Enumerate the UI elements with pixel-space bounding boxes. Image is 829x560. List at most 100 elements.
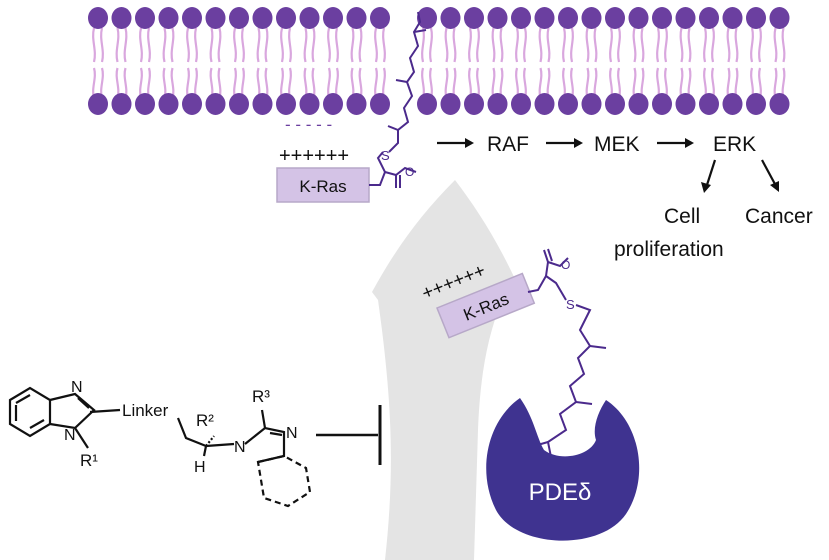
lipid-tail (773, 67, 778, 99)
lipid-tail (421, 67, 425, 99)
lipid-head (605, 7, 625, 29)
lipid-tail (335, 27, 339, 63)
lipid-tail (562, 67, 566, 99)
lipid-tail (711, 27, 715, 63)
lipid-head (205, 93, 226, 115)
lipid-tail (139, 67, 143, 99)
lipid-head (158, 93, 179, 115)
lipid-tail (256, 67, 261, 99)
lipid-head (299, 7, 320, 29)
lipid-tail (303, 27, 308, 63)
membrane-chain-methyl-1 (387, 125, 399, 131)
linker-chain (176, 417, 207, 448)
lipid-tail (523, 67, 527, 99)
lipid-head (205, 7, 226, 29)
lipid-tail (773, 27, 778, 63)
r3-bond (260, 409, 267, 429)
lipid-head (276, 93, 296, 115)
lipid-tail (546, 27, 551, 63)
lipid-tail (664, 27, 668, 63)
inhibitor-r1: R¹ (80, 451, 98, 470)
lipid-tail (170, 67, 175, 99)
lipid-head (252, 93, 273, 115)
lipid-head (88, 7, 108, 29)
lipid-head (511, 93, 531, 115)
lipid-tail (374, 27, 378, 63)
lipid-tail (758, 67, 762, 99)
lipid-tail (327, 27, 331, 63)
inhibitor-n-ring-top: N (286, 425, 298, 442)
lipid-tail (452, 67, 457, 99)
cell-label: Cell (664, 205, 700, 228)
lipid-tail (585, 67, 590, 99)
lipid-head (135, 7, 155, 29)
lipid-head (135, 93, 155, 115)
pde-kras-anchor (527, 274, 567, 301)
lipid-head (652, 7, 672, 29)
lipid-tail (617, 27, 621, 63)
lipid-head (276, 7, 296, 29)
lipid-head (722, 7, 743, 29)
lipid-tail (656, 67, 660, 99)
lipid-head (323, 7, 343, 29)
lipid-tail (288, 27, 292, 63)
lipid-tail (546, 67, 551, 99)
lipid-tail (335, 67, 339, 99)
lipid-head (511, 7, 531, 29)
lipid-tail (726, 27, 731, 63)
pde-farnesyl-chain (546, 304, 592, 463)
lipid-head (769, 93, 790, 115)
lipid-tail (358, 67, 363, 99)
lipid-tail (186, 67, 190, 99)
pde-kras-ester-o: O (561, 258, 570, 272)
lipid-tail (452, 27, 457, 63)
membrane-kras-label: K-Ras (299, 177, 346, 196)
lipid-head (252, 7, 273, 29)
lipid-tail (515, 67, 519, 99)
lipid-tail (476, 67, 480, 99)
lipid-tail (687, 27, 692, 63)
lipid-tail (350, 67, 355, 99)
proliferation-label: proliferation (614, 238, 724, 261)
lipid-tail (194, 67, 198, 99)
inhibitor-linker: Linker (122, 401, 169, 420)
lipid-tail (538, 67, 543, 99)
lipid-tail (538, 27, 543, 63)
inhibitor-r2: R² (196, 411, 214, 430)
lipid-tail (429, 27, 433, 63)
lipid-tail (280, 67, 284, 99)
lipid-tail (288, 67, 292, 99)
signaling-pathway: RAF MEK ERK Cell proliferation Cancer (437, 133, 813, 261)
lipid-tail (499, 27, 504, 63)
lipid-tail (687, 67, 692, 99)
lipid-head (440, 93, 461, 115)
inhibitor-h: H (194, 459, 206, 476)
lipid-tail (609, 27, 613, 63)
lipid-tail (382, 67, 386, 99)
arrow-to-erk-head (685, 138, 694, 148)
lipid-head (158, 7, 179, 29)
arrow-to-cancer (761, 159, 777, 187)
lipid-head (487, 7, 508, 29)
pde-kras-box (436, 272, 536, 339)
lipid-tail (123, 67, 128, 99)
lipid-tail (632, 67, 637, 99)
lipid-head (111, 93, 132, 115)
membrane-kras-sulfur: S (381, 148, 390, 163)
inhibitor-n-ring-left: N (234, 439, 246, 456)
cancer-label: Cancer (745, 205, 813, 228)
lipid-head (675, 93, 696, 115)
lipid-tail (233, 67, 237, 99)
membrane-kras-group: - - - - - ++++++ K-Ras S O (276, 11, 427, 203)
lipid-head (88, 93, 108, 115)
right-imidazole-db (269, 431, 283, 437)
lipid-head (323, 93, 343, 115)
lipid-head (652, 93, 672, 115)
lipid-tail (734, 67, 739, 99)
lipid-tail (374, 67, 378, 99)
membrane-chain-methyl-2 (395, 79, 408, 83)
lipid-head (346, 7, 367, 29)
lipid-tail (100, 67, 104, 99)
lipid-head (417, 93, 437, 115)
